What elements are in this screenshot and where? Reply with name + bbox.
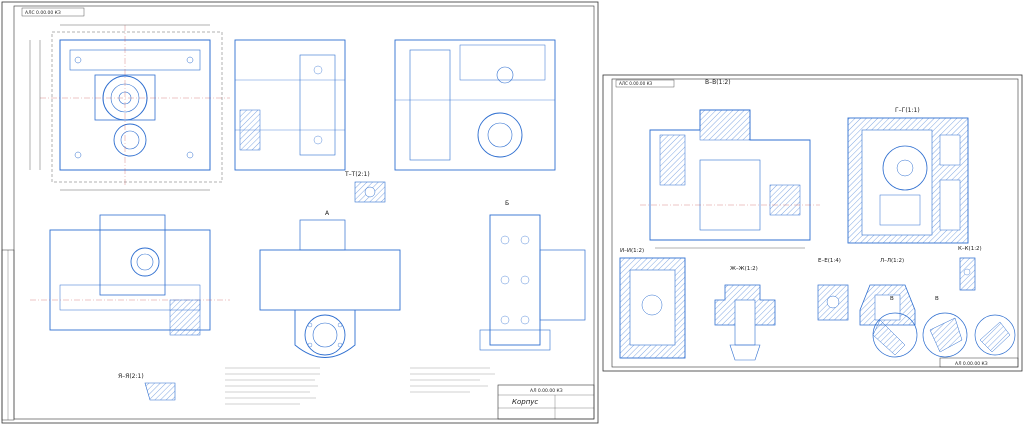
sheet-1: АЛС 0.00.00 КЗ: [1, 1, 599, 424]
section-e-label: Е–Е(1:4): [818, 258, 841, 264]
section-g-label: Г–Г(1:1): [895, 107, 920, 114]
view-a: А: [259, 210, 401, 358]
section-l: Л–Л(1:2): [859, 258, 916, 326]
lower-left-view: [30, 214, 230, 336]
detail-v1-label: В: [890, 296, 894, 302]
section-g: Г–Г(1:1): [847, 107, 969, 244]
section-ya: Я–Я(2:1): [118, 373, 176, 401]
sheet-2-title-block: АЛ 0.00.00 КЗ: [939, 357, 1019, 368]
front-view: [29, 24, 230, 191]
view-b: Б: [479, 200, 586, 351]
section-i: И–И(1:2): [619, 248, 686, 359]
section-e: Е–Е(1:4): [817, 258, 849, 321]
section-t-label: Т–Т(2:1): [344, 171, 370, 178]
section-zh-label: Ж–Ж(1:2): [730, 266, 758, 272]
section-ya-label: Я–Я(2:1): [118, 373, 144, 380]
detail-v2-label: В: [935, 296, 939, 302]
title-block-title: Корпус: [512, 398, 538, 406]
sheet-1-stamp-box: [21, 7, 85, 17]
section-k: К–К(1:2): [958, 246, 982, 291]
sheet-2: АЛС 0.00.00 КЗ В–В(1:2) Г–Г(1:1) И–И(1:2…: [602, 74, 1023, 372]
detail-v-views: В В: [872, 296, 1016, 358]
title-block-code: АЛ 0.00.00 КЗ: [530, 388, 563, 394]
section-zh: Ж–Ж(1:2): [714, 266, 776, 361]
view-b-label: Б: [505, 200, 509, 207]
section-v-label: В–В(1:2): [705, 79, 731, 86]
section-l-label: Л–Л(1:2): [880, 258, 904, 264]
section-t: Т–Т(2:1): [344, 171, 386, 203]
sheet-1-stamp: АЛС 0.00.00 КЗ: [25, 10, 61, 16]
section-v: В–В(1:2): [640, 79, 820, 249]
section-k-label: К–К(1:2): [958, 246, 982, 252]
view-a-label: А: [325, 210, 330, 217]
sheet-2-stamp: АЛС 0.00.00 КЗ: [619, 81, 653, 86]
top-right-view: [394, 39, 556, 171]
side-view: [234, 39, 346, 171]
section-i-label: И–И(1:2): [620, 248, 644, 254]
sheet-2-stamp-box: [615, 79, 675, 88]
title-block: АЛ 0.00.00 КЗ Корпус: [497, 384, 595, 420]
technical-notes: [225, 367, 495, 405]
sheet-2-doc-code: АЛ 0.00.00 КЗ: [955, 361, 988, 367]
